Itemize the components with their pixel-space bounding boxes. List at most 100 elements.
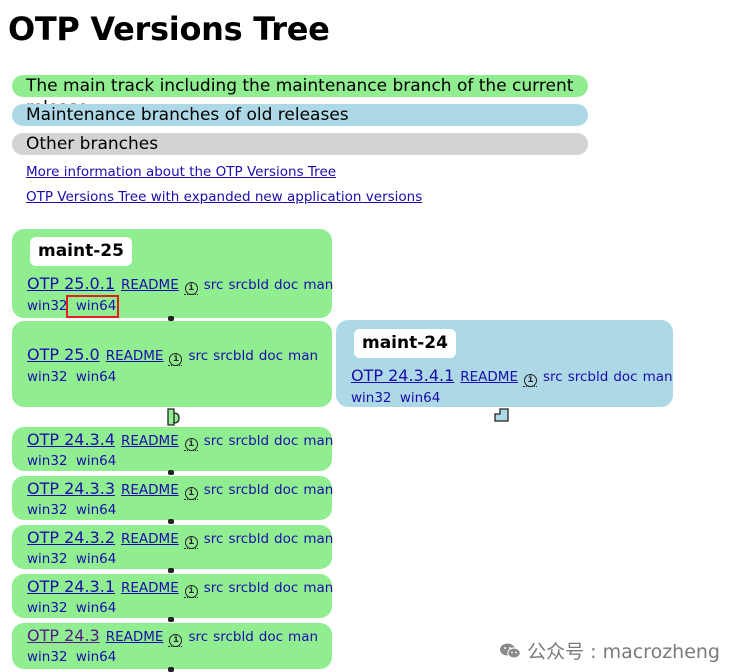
win64-link[interactable]: win64	[75, 600, 117, 616]
release-row: OTP 25.0.1 README i src srcbld doc man	[27, 274, 338, 295]
info-icon[interactable]: i	[183, 430, 198, 451]
tree-connector	[168, 470, 174, 475]
readme-link[interactable]: README	[121, 482, 179, 498]
version-link[interactable]: OTP 24.3.2	[27, 528, 115, 547]
doc-link[interactable]: doc	[274, 277, 299, 293]
release-row: OTP 25.0 README i src srcbld doc man	[27, 345, 323, 366]
readme-link[interactable]: README	[121, 580, 179, 596]
info-icon[interactable]: i	[522, 366, 537, 387]
legend-other: Other branches	[12, 133, 588, 155]
srcbld-link[interactable]: srcbld	[567, 369, 609, 385]
tree-connector	[168, 316, 174, 321]
win64-link[interactable]: win64	[399, 390, 441, 406]
win64-highlight-box	[66, 295, 119, 318]
release-box-otp-24-3: OTP 24.3 README i src srcbld doc man win…	[12, 623, 332, 669]
srcbld-link[interactable]: srcbld	[228, 277, 270, 293]
srcbld-link[interactable]: srcbld	[228, 531, 270, 547]
release-box-otp-24-3-4: OTP 24.3.4 README i src srcbld doc man w…	[12, 427, 333, 471]
doc-link[interactable]: doc	[258, 629, 284, 645]
src-link[interactable]: src	[188, 348, 209, 364]
doc-link[interactable]: doc	[258, 348, 284, 364]
win64-link[interactable]: win64	[75, 369, 117, 385]
win32-link[interactable]: win32	[27, 502, 68, 518]
win32-link[interactable]: win32	[27, 298, 68, 314]
release-box-otp-24-3-1: OTP 24.3.1 README i src srcbld doc man w…	[12, 574, 333, 618]
info-icon[interactable]: i	[183, 274, 198, 295]
tree-connector	[168, 568, 174, 573]
more-info-link[interactable]: More information about the OTP Versions …	[26, 164, 337, 180]
doc-link[interactable]: doc	[613, 369, 638, 385]
win64-link[interactable]: win64	[75, 551, 117, 567]
src-link[interactable]: src	[203, 482, 224, 498]
src-link[interactable]: src	[203, 580, 224, 596]
doc-link[interactable]: doc	[274, 482, 299, 498]
version-link[interactable]: OTP 24.3	[27, 626, 100, 645]
win64-link[interactable]: win64	[75, 502, 117, 518]
man-link[interactable]: man	[642, 369, 673, 385]
version-link[interactable]: OTP 25.0.1	[27, 274, 115, 293]
man-link[interactable]: man	[288, 629, 319, 645]
src-link[interactable]: src	[203, 277, 224, 293]
readme-link[interactable]: README	[121, 277, 179, 293]
doc-link[interactable]: doc	[274, 433, 299, 449]
legend-maintenance: Maintenance branches of old releases	[12, 104, 588, 126]
win64-link[interactable]: win64	[75, 298, 117, 314]
srcbld-link[interactable]: srcbld	[213, 348, 254, 364]
man-link[interactable]: man	[288, 348, 319, 364]
readme-link[interactable]: README	[105, 629, 164, 645]
src-link[interactable]: src	[203, 433, 224, 449]
win32-link[interactable]: win32	[27, 551, 68, 567]
src-link[interactable]: src	[542, 369, 563, 385]
download-row: win32 win64	[27, 600, 120, 616]
win32-link[interactable]: win32	[27, 600, 68, 616]
tree-connector	[168, 617, 174, 622]
download-row: win32 win64	[351, 390, 444, 406]
src-link[interactable]: src	[203, 531, 224, 547]
man-link[interactable]: man	[303, 482, 334, 498]
tree-connector	[168, 519, 174, 524]
release-box-otp-25-0-1: maint-25 OTP 25.0.1 README i src srcbld …	[12, 229, 333, 318]
version-link[interactable]: OTP 24.3.4	[27, 430, 115, 449]
release-box-otp-24-3-3: OTP 24.3.3 README i src srcbld doc man w…	[12, 476, 334, 520]
info-icon[interactable]: i	[183, 577, 198, 598]
release-box-otp-24-3-4-1: maint-24 OTP 24.3.4.1 README i src srcbl…	[336, 320, 673, 407]
man-link[interactable]: man	[303, 433, 334, 449]
man-link[interactable]: man	[303, 277, 334, 293]
branch-arrow-icon	[167, 408, 180, 426]
win64-link[interactable]: win64	[75, 649, 117, 665]
srcbld-link[interactable]: srcbld	[213, 629, 254, 645]
release-box-otp-24-3-2: OTP 24.3.2 README i src srcbld doc man w…	[12, 525, 334, 569]
version-link[interactable]: OTP 24.3.1	[27, 577, 115, 596]
srcbld-link[interactable]: srcbld	[228, 482, 270, 498]
man-link[interactable]: man	[303, 580, 334, 596]
readme-link[interactable]: README	[460, 369, 518, 385]
info-icon[interactable]: i	[183, 479, 198, 500]
release-row: OTP 24.3.4 README i src srcbld doc man	[27, 430, 338, 451]
srcbld-link[interactable]: srcbld	[228, 433, 270, 449]
win32-link[interactable]: win32	[351, 390, 392, 406]
readme-link[interactable]: README	[121, 433, 179, 449]
win32-link[interactable]: win32	[27, 369, 68, 385]
info-icon[interactable]: i	[168, 626, 183, 647]
win32-link[interactable]: win32	[27, 649, 68, 665]
info-icon[interactable]: i	[168, 345, 183, 366]
src-link[interactable]: src	[188, 629, 209, 645]
version-link[interactable]: OTP 24.3.4.1	[351, 366, 455, 385]
win64-link[interactable]: win64	[75, 453, 117, 469]
doc-link[interactable]: doc	[274, 580, 299, 596]
doc-link[interactable]: doc	[274, 531, 299, 547]
download-row: win32 win64	[27, 649, 120, 665]
srcbld-link[interactable]: srcbld	[228, 580, 270, 596]
readme-link[interactable]: README	[121, 531, 179, 547]
info-icon[interactable]: i	[183, 528, 198, 549]
version-link[interactable]: OTP 24.3.3	[27, 479, 115, 498]
download-row: win32 win64	[27, 298, 120, 314]
win32-link[interactable]: win32	[27, 453, 68, 469]
readme-link[interactable]: README	[105, 348, 164, 364]
version-link[interactable]: OTP 25.0	[27, 345, 100, 364]
download-row: win32 win64	[27, 369, 120, 385]
release-row: OTP 24.3.1 README i src srcbld doc man	[27, 577, 338, 598]
expanded-tree-link[interactable]: OTP Versions Tree with expanded new appl…	[26, 189, 423, 205]
man-link[interactable]: man	[303, 531, 334, 547]
release-row: OTP 24.3 README i src srcbld doc man	[27, 626, 323, 647]
